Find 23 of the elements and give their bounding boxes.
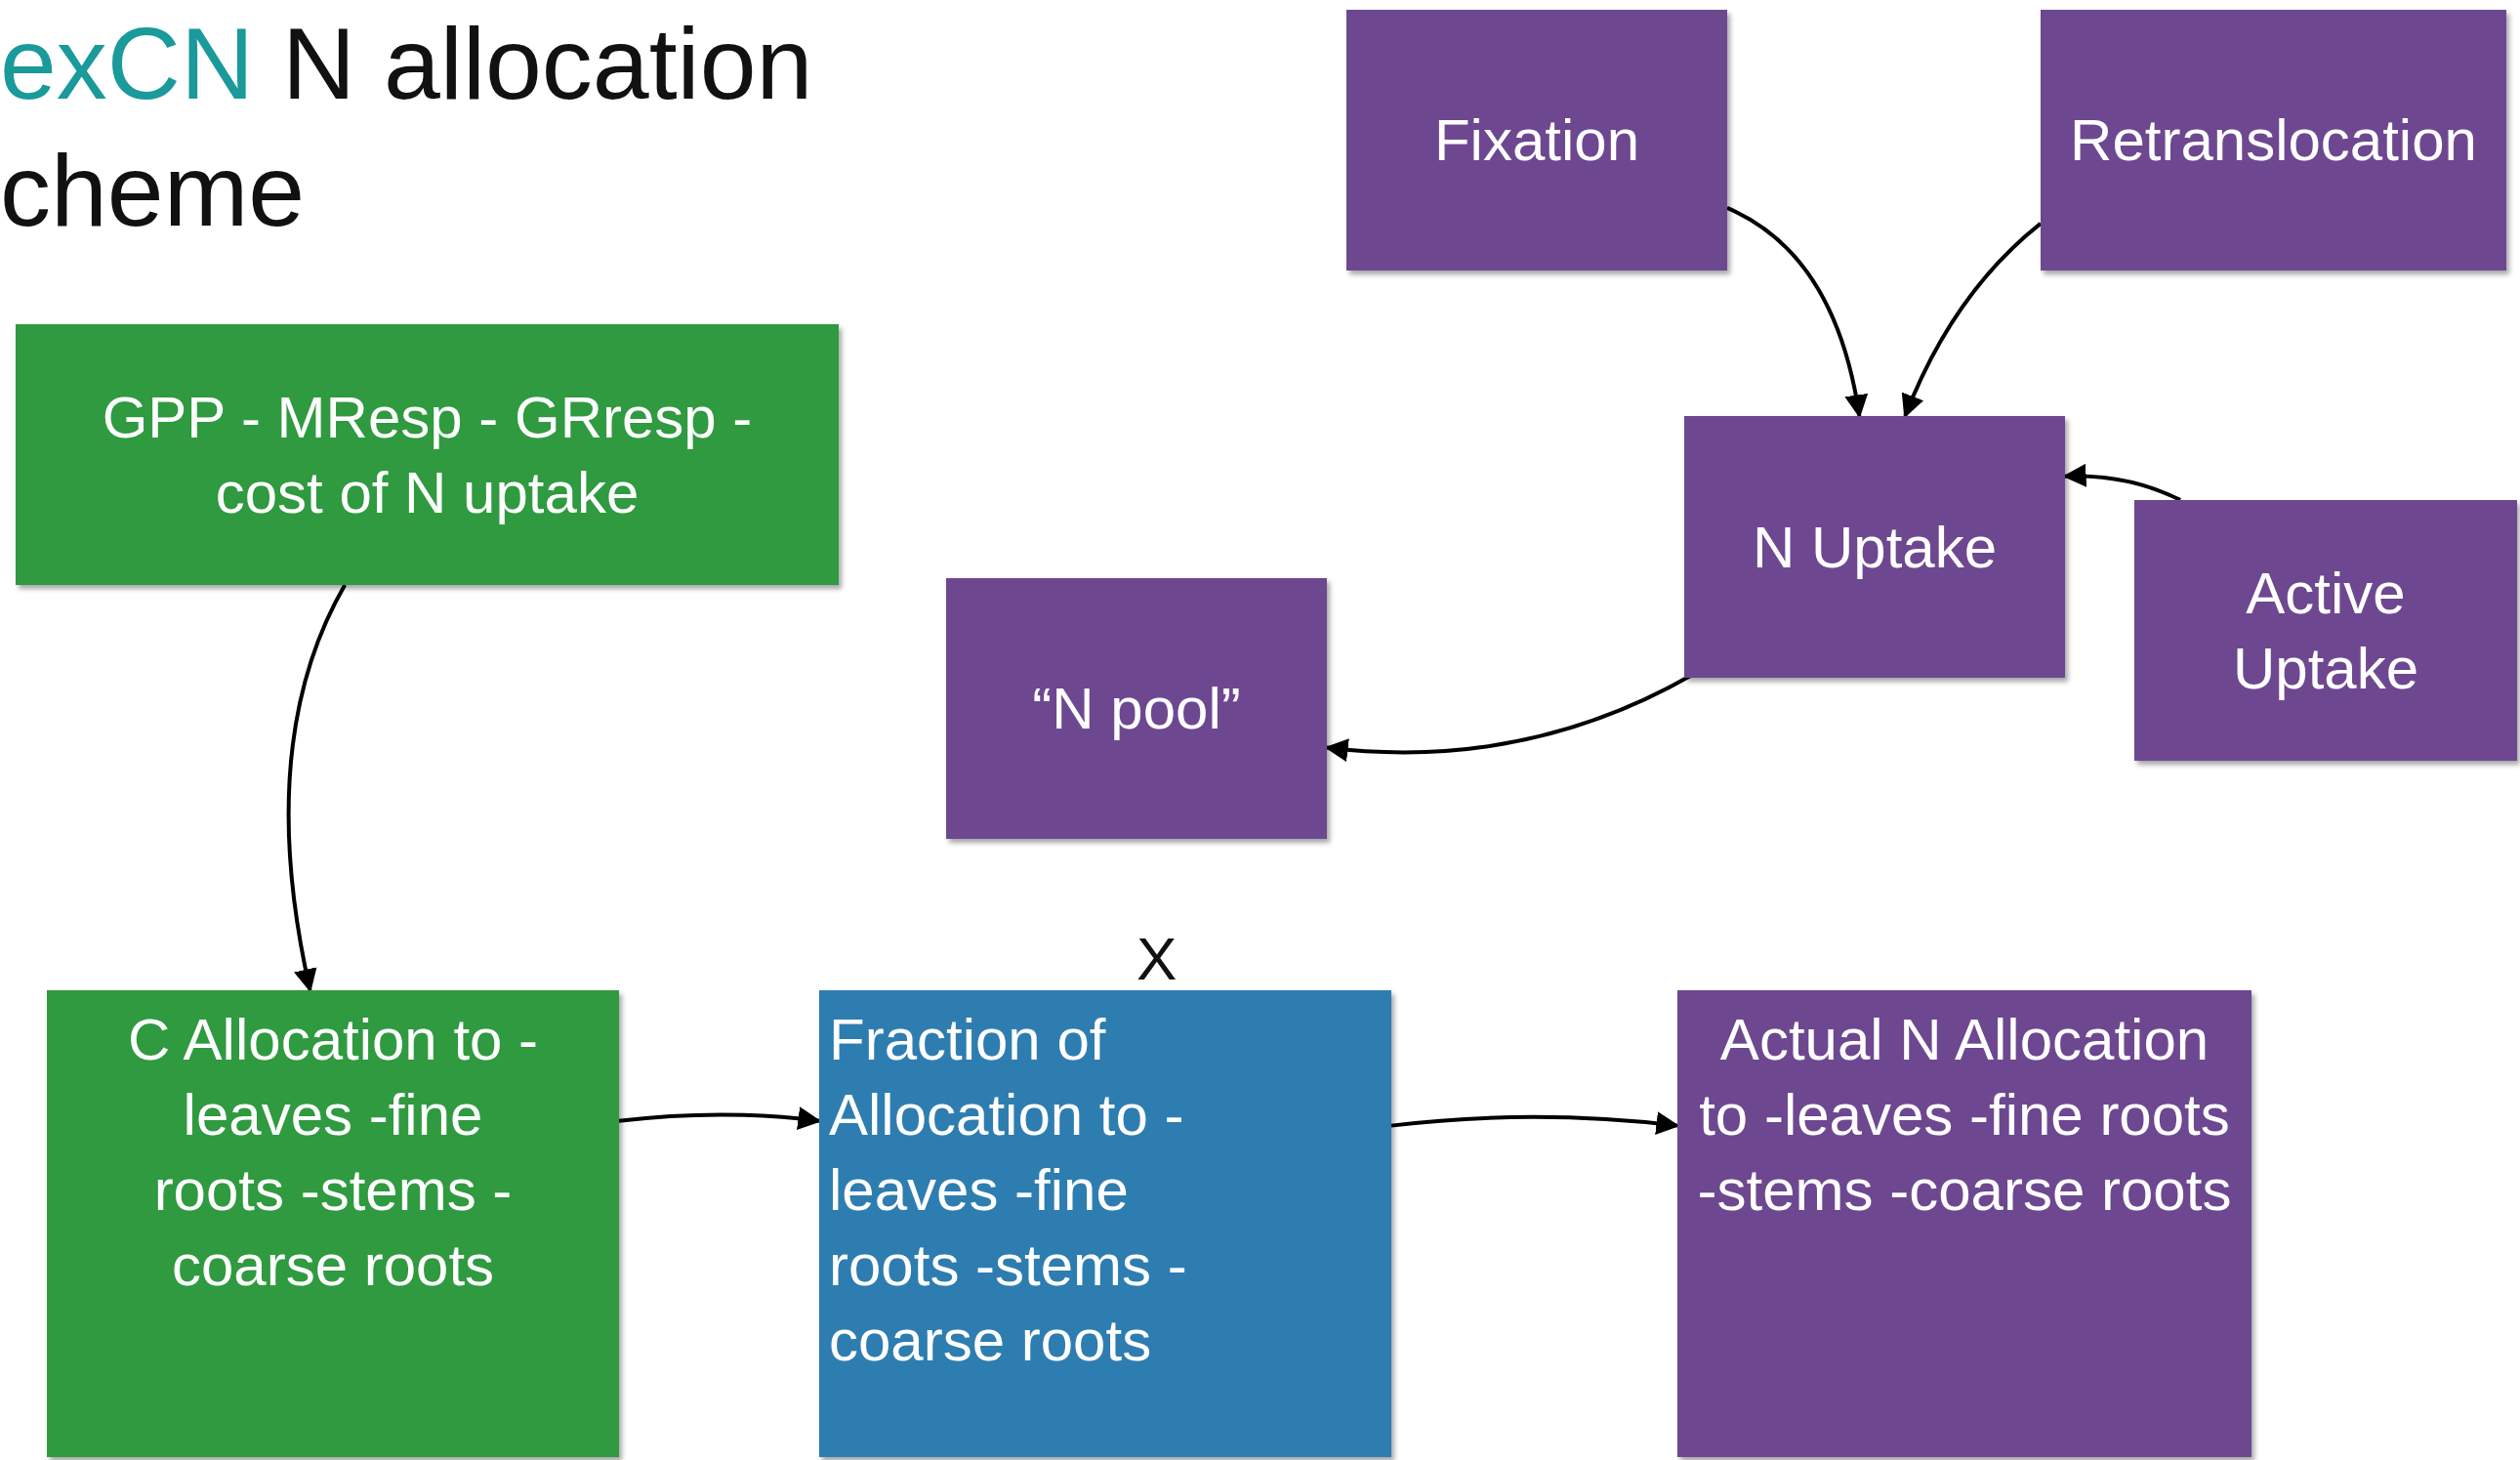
process-box	[47, 990, 619, 1457]
box-text: Retranslocation	[2070, 106, 2477, 175]
box-text: Actual N Allocation to -leaves -fine roots -stems -coarse roots	[1696, 1006, 2233, 1225]
box-text: GPP - MResp - GRresp - cost of N uptake	[101, 383, 754, 527]
multiply-sign: X	[1136, 924, 1177, 993]
box-text: “N pool”	[1032, 675, 1241, 743]
box-text: N Uptake	[1751, 513, 1999, 582]
process-box	[2134, 500, 2517, 761]
process-box	[16, 324, 839, 585]
process-box	[1346, 10, 1727, 271]
process-box	[1684, 416, 2065, 678]
process-box	[819, 990, 1391, 1457]
process-box	[1677, 990, 2251, 1457]
box-text: Fraction of Allocation to -leaves -fine roots -stems -coarse roots	[829, 1006, 1188, 1375]
arrow	[1726, 206, 1868, 419]
box-text: Active Uptake	[2231, 559, 2420, 703]
title: exCN N allocation cheme	[0, 6, 814, 249]
box-text: C Allocation to -leaves -fine roots -stems -coarse roots	[126, 1006, 540, 1300]
arrow	[286, 584, 347, 993]
process-box	[2041, 10, 2506, 271]
box-text: Fixation	[1433, 106, 1640, 175]
arrow	[1902, 222, 2043, 419]
process-box	[946, 578, 1327, 839]
